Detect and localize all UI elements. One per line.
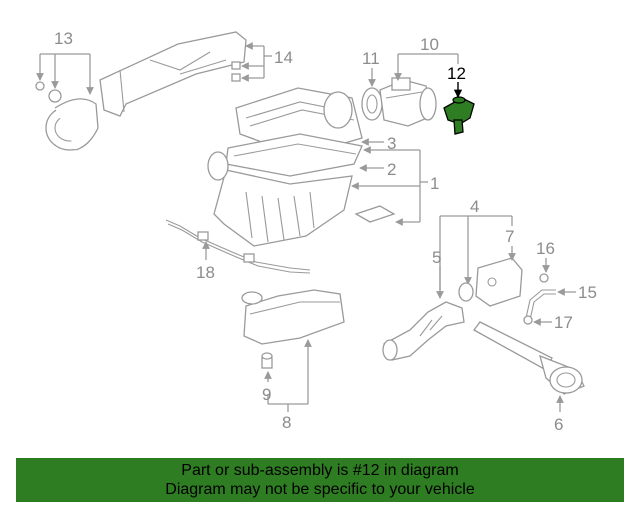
part-12-highlighted-sensor[interactable] [443, 96, 475, 135]
callout-2[interactable]: 2 [387, 160, 396, 179]
part-clamp-ring [458, 282, 474, 302]
callout-10[interactable]: 10 [420, 35, 439, 54]
callout-16[interactable]: 16 [536, 239, 555, 258]
part-6-intake-pipe [473, 321, 585, 395]
callout-18[interactable]: 18 [196, 263, 215, 282]
callout-8-leader [267, 339, 312, 412]
info-banner: Part or sub-assembly is #12 in diagram D… [16, 458, 624, 502]
callout-1[interactable]: 1 [430, 174, 439, 193]
part-18-bracket-rod [165, 219, 311, 274]
banner-line-2: Diagram may not be specific to your vehi… [165, 481, 475, 498]
callout-3[interactable]: 3 [387, 134, 396, 153]
part-1-air-cleaner-assembly [207, 87, 396, 247]
callout-10-leader [394, 53, 459, 81]
callout-6[interactable]: 6 [554, 415, 563, 434]
callout-1-leader [351, 146, 428, 226]
part-7-resonator [475, 257, 523, 307]
callout-17[interactable]: 17 [554, 313, 573, 332]
part-15-vacuum-hose [523, 273, 556, 325]
callout-12[interactable]: 12 [447, 64, 466, 83]
parts-diagram: 13 14 [35, 29, 597, 434]
callout-5[interactable]: 5 [432, 248, 441, 267]
part-11-clamp [361, 87, 383, 121]
callout-9[interactable]: 9 [262, 385, 271, 404]
callout-7[interactable]: 7 [505, 227, 514, 246]
callout-13-leader [36, 53, 94, 95]
callout-14-leader [241, 42, 272, 82]
part-10-air-flow-meter [379, 77, 437, 127]
part-5-hose [382, 301, 465, 361]
part-13-adapter [35, 81, 99, 151]
part-9-grommet [261, 352, 273, 369]
callout-11[interactable]: 11 [362, 49, 380, 68]
callout-15[interactable]: 15 [578, 283, 597, 302]
callout-8[interactable]: 8 [282, 413, 291, 432]
callout-14[interactable]: 14 [274, 48, 293, 67]
part-8-air-duct [241, 289, 345, 345]
part-14-intake-hose [99, 31, 247, 117]
banner-line-1: Part or sub-assembly is #12 in diagram [181, 462, 459, 479]
callout-13[interactable]: 13 [54, 29, 73, 48]
callout-4[interactable]: 4 [470, 197, 479, 216]
